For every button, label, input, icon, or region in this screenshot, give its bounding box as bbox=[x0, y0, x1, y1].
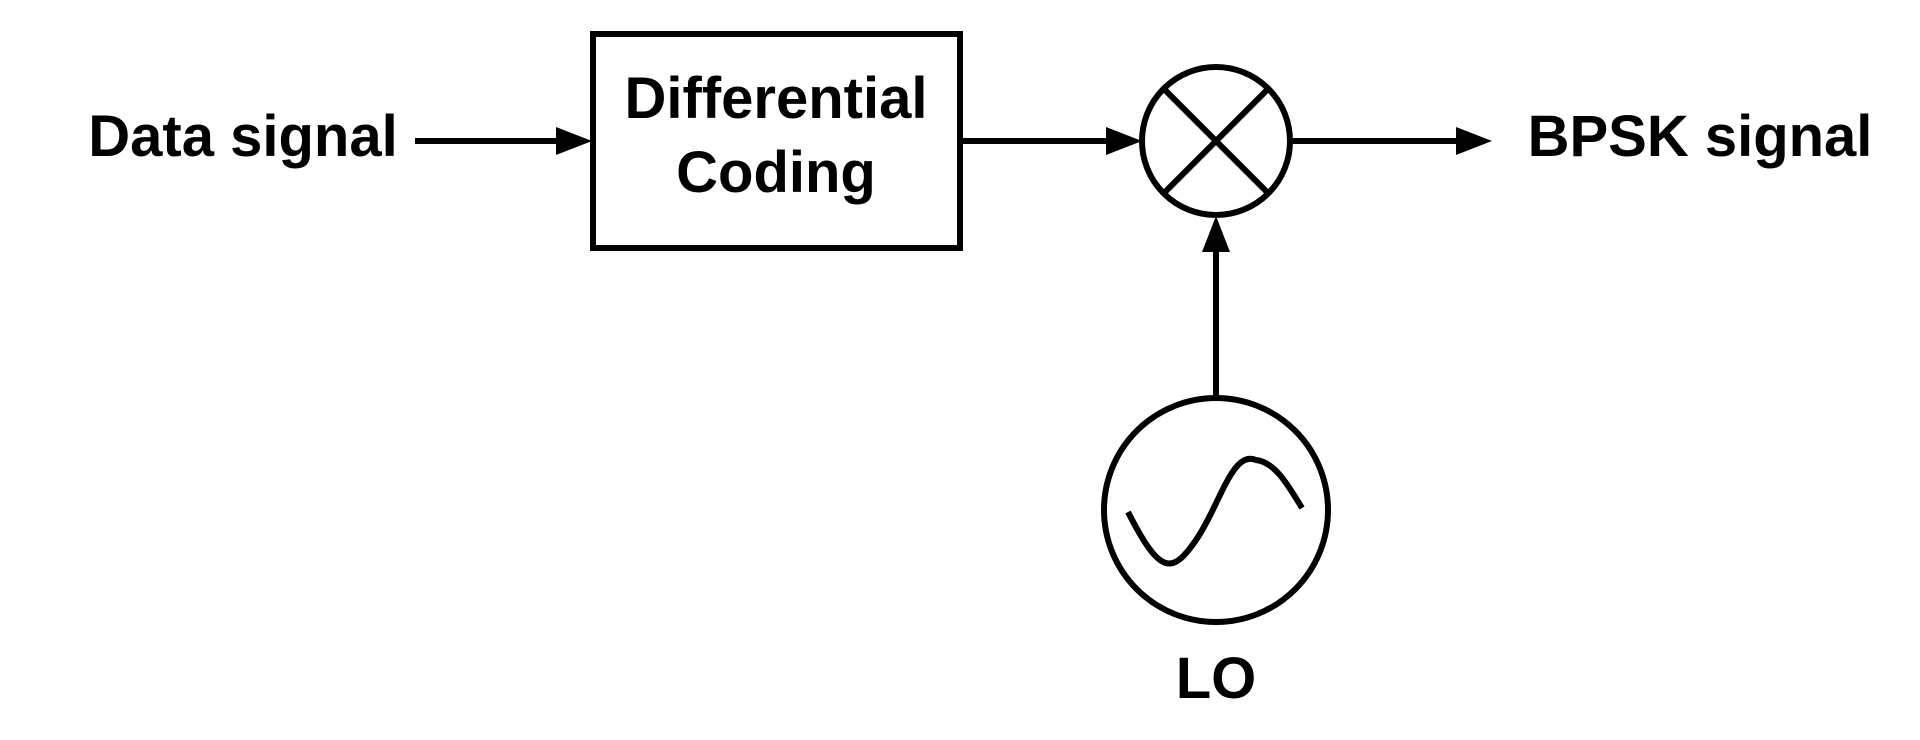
input-label: Data signal bbox=[88, 104, 397, 169]
arrow-coder-to-mixer bbox=[960, 127, 1142, 155]
coding-block-label-line1: Differential bbox=[625, 66, 928, 131]
arrow-lo-to-mixer bbox=[1202, 216, 1230, 398]
arrow-input-to-coder bbox=[415, 127, 592, 155]
differential-coding-block: Differential Coding bbox=[590, 31, 963, 251]
oscillator-icon bbox=[1101, 395, 1331, 625]
output-label: BPSK signal bbox=[1528, 104, 1873, 169]
mixer-icon bbox=[1139, 64, 1293, 218]
oscillator-label: LO bbox=[1176, 646, 1257, 711]
sine-wave-icon bbox=[1125, 455, 1305, 567]
coding-block-label-line2: Coding bbox=[676, 140, 876, 205]
arrow-mixer-to-output bbox=[1290, 127, 1492, 155]
